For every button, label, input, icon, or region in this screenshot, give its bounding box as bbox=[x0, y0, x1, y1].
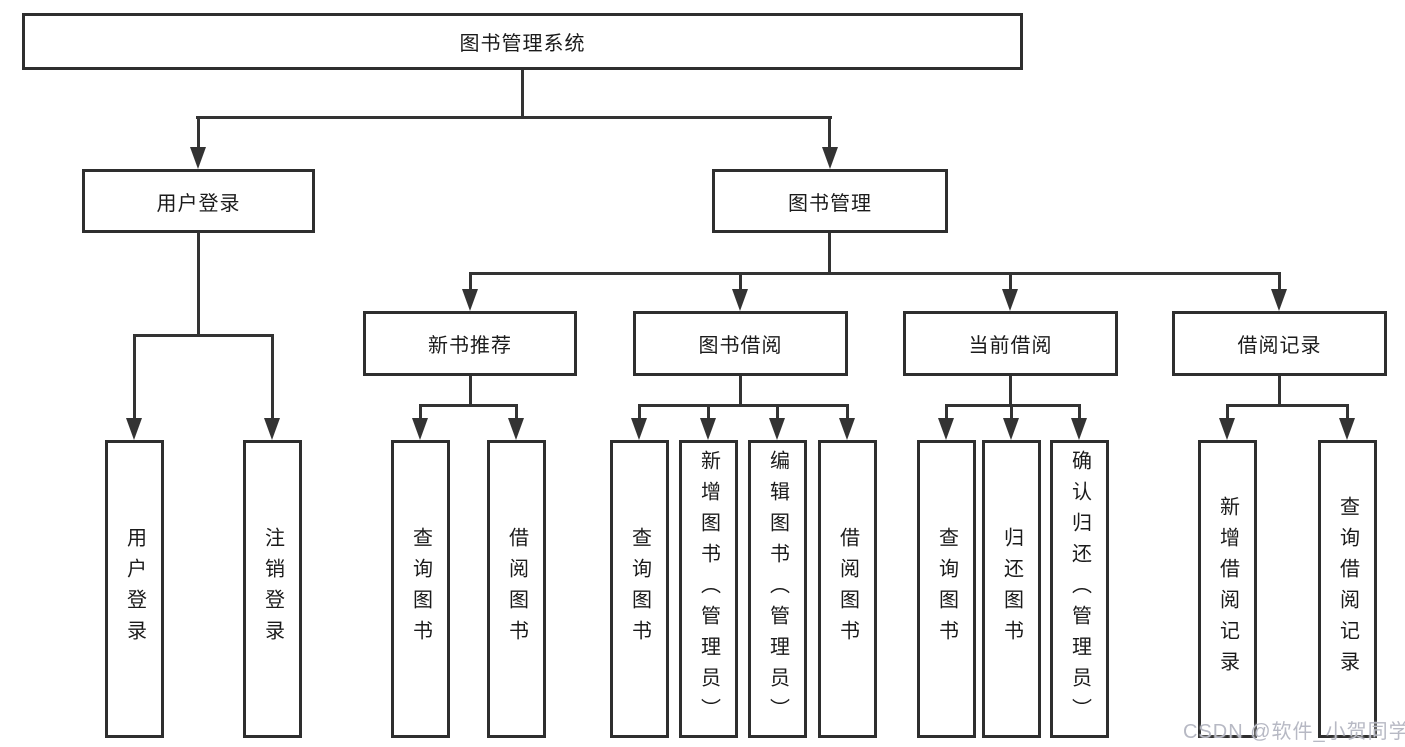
node-root-label: 图书管理系统 bbox=[459, 33, 586, 55]
node-book-borrow: 图书借阅 bbox=[633, 311, 848, 376]
arrowhead-return-books bbox=[1003, 418, 1019, 440]
arrowhead-leaf-logout bbox=[264, 418, 280, 440]
leaf-recommend-borrow-books-label: 借阅图书 bbox=[505, 527, 528, 651]
leaf-user-login: 用户登录 bbox=[105, 440, 164, 738]
arrowhead-user-login bbox=[190, 147, 206, 169]
arrowhead-recommend-borrow bbox=[508, 418, 524, 440]
edge-to-leaf-user-login bbox=[133, 334, 136, 419]
node-user-login-label: 用户登录 bbox=[156, 192, 241, 215]
edge-to-recommend-borrow bbox=[515, 404, 518, 419]
leaf-borrow-query-books: 查询图书 bbox=[610, 440, 669, 738]
edge-user-login-stem bbox=[197, 232, 200, 336]
edge-to-borrow-records bbox=[1278, 272, 1281, 290]
edge-book-management-stem bbox=[828, 233, 831, 274]
leaf-confirm-return-admin: 确认归还（管理员） bbox=[1050, 440, 1109, 738]
arrowhead-add-books bbox=[700, 418, 716, 440]
edge-to-add-books bbox=[707, 404, 710, 419]
edge-to-return-books bbox=[1010, 404, 1013, 419]
arrowhead-borrow-query bbox=[631, 418, 647, 440]
leaf-borrow-query-books-label: 查询图书 bbox=[628, 527, 651, 651]
leaf-recommend-query-books-label: 查询图书 bbox=[409, 527, 432, 651]
node-current-borrow-label: 当前借阅 bbox=[968, 335, 1053, 357]
leaf-user-login-label: 用户登录 bbox=[123, 527, 146, 651]
edge-root-stem bbox=[521, 70, 524, 118]
edge-book-management-rail bbox=[469, 272, 1281, 275]
edge-to-current-query bbox=[945, 404, 948, 419]
arrowhead-book-management bbox=[822, 147, 838, 169]
node-borrow-records: 借阅记录 bbox=[1172, 311, 1387, 376]
leaf-add-books-admin-label: 新增图书（管理员） bbox=[697, 449, 720, 729]
edge-to-book-borrow bbox=[739, 272, 742, 290]
node-new-book-recommend-label: 新书推荐 bbox=[428, 335, 512, 357]
leaf-confirm-return-admin-label: 确认归还（管理员） bbox=[1068, 449, 1091, 729]
leaf-edit-books-admin: 编辑图书（管理员） bbox=[748, 440, 807, 738]
edge-to-edit-books bbox=[776, 404, 779, 419]
leaf-borrow-books: 借阅图书 bbox=[818, 440, 877, 738]
arrowhead-current-query bbox=[938, 418, 954, 440]
leaf-recommend-query-books: 查询图书 bbox=[391, 440, 450, 738]
arrowhead-query-record bbox=[1339, 418, 1355, 440]
node-root: 图书管理系统 bbox=[22, 13, 1023, 70]
leaf-recommend-borrow-books: 借阅图书 bbox=[487, 440, 546, 738]
leaf-logout: 注销登录 bbox=[243, 440, 302, 738]
arrowhead-book-borrow bbox=[732, 289, 748, 311]
leaf-current-query-books: 查询图书 bbox=[917, 440, 976, 738]
edge-to-confirm-return bbox=[1078, 404, 1081, 419]
edge-root-to-user-login bbox=[197, 116, 200, 148]
leaf-current-query-books-label: 查询图书 bbox=[935, 527, 958, 651]
arrowhead-new-book-recommend bbox=[462, 289, 478, 311]
arrowhead-borrow-records bbox=[1271, 289, 1287, 311]
edge-current-borrow-stem bbox=[1009, 376, 1012, 406]
arrowhead-borrow-books bbox=[839, 418, 855, 440]
edge-book-borrow-stem bbox=[739, 376, 742, 406]
leaf-edit-books-admin-label: 编辑图书（管理员） bbox=[766, 449, 789, 729]
edge-borrow-records-rail bbox=[1226, 404, 1349, 407]
edge-to-query-record bbox=[1346, 404, 1349, 419]
leaf-return-books: 归还图书 bbox=[982, 440, 1041, 738]
arrowhead-edit-books bbox=[769, 418, 785, 440]
edge-recommend-rail bbox=[419, 404, 518, 407]
edge-user-login-rail bbox=[133, 334, 274, 337]
edge-root-to-book-management bbox=[828, 116, 831, 148]
edge-to-borrow-books bbox=[846, 404, 849, 419]
edge-current-borrow-rail bbox=[945, 404, 1081, 407]
arrowhead-recommend-query bbox=[412, 418, 428, 440]
leaf-logout-label: 注销登录 bbox=[261, 527, 284, 651]
edge-to-recommend-query bbox=[419, 404, 422, 419]
arrowhead-leaf-user-login bbox=[126, 418, 142, 440]
node-book-management: 图书管理 bbox=[712, 169, 948, 233]
node-book-borrow-label: 图书借阅 bbox=[698, 335, 783, 357]
edge-borrow-records-stem bbox=[1278, 376, 1281, 406]
node-new-book-recommend: 新书推荐 bbox=[363, 311, 577, 376]
csdn-watermark: CSDN @软件_小贺同学 bbox=[1183, 721, 1405, 743]
leaf-borrow-books-label: 借阅图书 bbox=[836, 527, 859, 651]
edge-book-borrow-rail bbox=[638, 404, 849, 407]
node-borrow-records-label: 借阅记录 bbox=[1237, 335, 1322, 357]
edge-to-current-borrow bbox=[1009, 272, 1012, 290]
edge-to-new-book-recommend bbox=[469, 272, 472, 290]
node-book-management-label: 图书管理 bbox=[788, 192, 872, 215]
edge-to-borrow-query bbox=[638, 404, 641, 419]
edge-recommend-stem bbox=[469, 376, 472, 406]
edge-to-add-record bbox=[1226, 404, 1229, 419]
node-current-borrow: 当前借阅 bbox=[903, 311, 1118, 376]
leaf-add-borrow-record: 新增借阅记录 bbox=[1198, 440, 1257, 738]
leaf-add-books-admin: 新增图书（管理员） bbox=[679, 440, 738, 738]
arrowhead-add-record bbox=[1219, 418, 1235, 440]
leaf-query-borrow-record-label: 查询借阅记录 bbox=[1336, 496, 1359, 682]
arrowhead-current-borrow bbox=[1002, 289, 1018, 311]
leaf-return-books-label: 归还图书 bbox=[1000, 527, 1023, 651]
node-user-login: 用户登录 bbox=[82, 169, 315, 233]
leaf-query-borrow-record: 查询借阅记录 bbox=[1318, 440, 1377, 738]
leaf-add-borrow-record-label: 新增借阅记录 bbox=[1216, 496, 1239, 682]
edge-to-leaf-logout bbox=[271, 334, 274, 419]
edge-root-rail bbox=[196, 116, 832, 119]
arrowhead-confirm-return bbox=[1071, 418, 1087, 440]
